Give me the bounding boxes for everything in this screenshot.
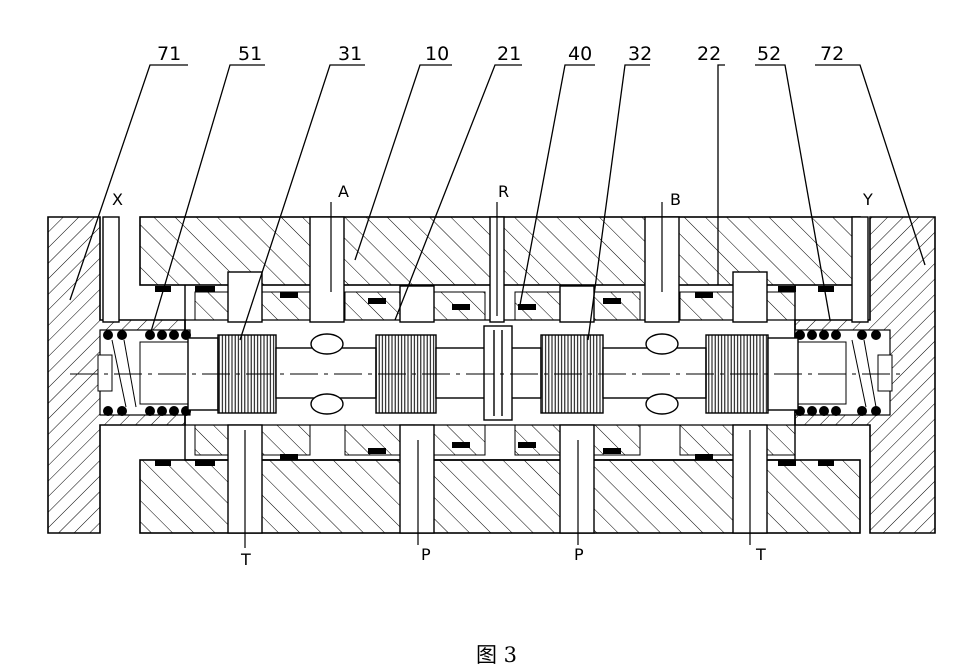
- label-72: 72: [820, 43, 844, 65]
- label-22: 22: [697, 43, 721, 65]
- label-32: 32: [628, 43, 652, 65]
- label-52: 52: [757, 43, 781, 65]
- label-port-x: X: [112, 190, 123, 209]
- plug-left: [97, 354, 113, 392]
- label-port-y: Y: [862, 190, 873, 209]
- seal-rings: [155, 286, 834, 466]
- label-71: 71: [157, 43, 181, 65]
- label-31: 31: [338, 43, 362, 65]
- label-port-p-right: P: [574, 545, 584, 564]
- spool-assembly: [187, 325, 799, 421]
- part-labels: 71 51 31 10 21 40 32 22 52 72: [157, 43, 844, 65]
- label-port-t-right: T: [755, 545, 766, 564]
- spring-right: [794, 329, 893, 416]
- label-21: 21: [497, 43, 521, 65]
- label-port-r: R: [498, 182, 509, 201]
- label-port-p-left: P: [421, 545, 431, 564]
- label-port-t-left: T: [240, 550, 251, 569]
- label-port-b: B: [670, 190, 681, 209]
- port-labels: X A R B Y T P P T: [112, 182, 873, 569]
- label-10: 10: [425, 43, 449, 65]
- figure-caption: 图 3: [476, 643, 517, 667]
- label-51: 51: [238, 43, 262, 65]
- port-leaders: [244, 202, 751, 548]
- spring-left: [99, 329, 191, 416]
- label-40: 40: [568, 43, 592, 65]
- label-port-a: A: [338, 182, 349, 201]
- leader-lines: [69, 64, 926, 341]
